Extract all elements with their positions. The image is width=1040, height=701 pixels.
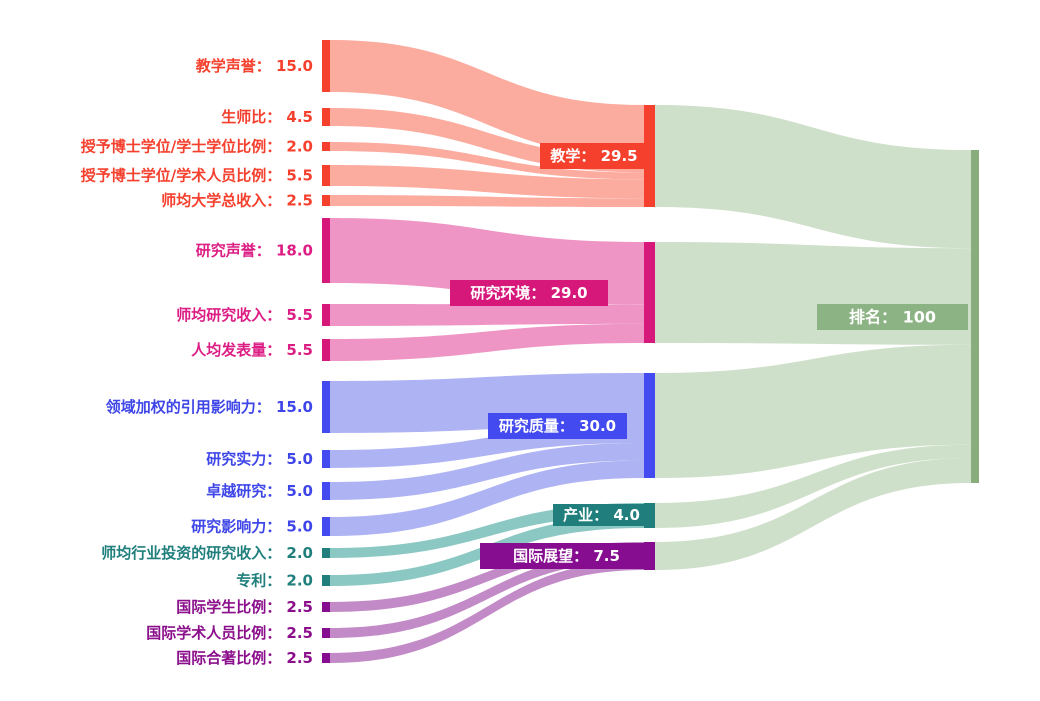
sankey-flow-indicator[interactable] bbox=[330, 323, 644, 361]
category-label-box bbox=[450, 280, 608, 306]
sankey-node-indicator[interactable] bbox=[322, 195, 330, 206]
sankey-node-indicator[interactable] bbox=[322, 339, 330, 361]
sankey-flow-indicator[interactable] bbox=[330, 165, 644, 199]
sankey-node-indicator[interactable] bbox=[322, 548, 330, 558]
indicator-label: 授予博士学位/学术人员比例： 5.5 bbox=[81, 167, 313, 185]
sankey-flow-category[interactable] bbox=[655, 105, 971, 249]
sankey-node-indicator[interactable] bbox=[322, 304, 330, 326]
indicator-label: 国际学生比例： 2.5 bbox=[176, 598, 313, 616]
sankey-node-indicator[interactable] bbox=[322, 482, 330, 500]
sankey-flow-indicator[interactable] bbox=[330, 542, 644, 612]
sankey-flow-indicator[interactable] bbox=[330, 195, 644, 207]
sankey-node-category[interactable] bbox=[644, 373, 655, 478]
sankey-flow-category[interactable] bbox=[655, 344, 971, 478]
indicator-label: 研究影响力： 5.0 bbox=[191, 518, 313, 536]
rank-label-box bbox=[817, 304, 968, 330]
indicator-label: 国际学术人员比例： 2.5 bbox=[146, 624, 313, 642]
sankey-node-indicator[interactable] bbox=[322, 218, 330, 283]
sankey-node-rank[interactable] bbox=[971, 150, 979, 483]
category-label: 研究质量： 30.0 bbox=[499, 417, 616, 435]
sankey-node-category[interactable] bbox=[644, 242, 655, 343]
indicator-label: 授予博士学位/学士学位比例： 2.0 bbox=[81, 138, 313, 156]
indicator-label: 师均行业投资的研究收入： 2.0 bbox=[101, 544, 313, 562]
rank-label: 排名： 100 bbox=[849, 308, 936, 327]
sankey-node-indicator[interactable] bbox=[322, 602, 330, 612]
indicator-label: 研究声誉： 18.0 bbox=[196, 242, 313, 260]
category-label: 教学： 29.5 bbox=[549, 147, 637, 165]
indicator-label: 专利： 2.0 bbox=[236, 572, 313, 590]
sankey-flow-indicator[interactable] bbox=[330, 460, 644, 537]
sankey-flow-indicator[interactable] bbox=[330, 551, 644, 638]
indicator-label: 领域加权的引用影响力： 15.0 bbox=[105, 398, 313, 416]
category-label-box bbox=[553, 504, 650, 526]
sankey-node-indicator[interactable] bbox=[322, 450, 330, 468]
indicator-label: 人均发表量： 5.5 bbox=[191, 341, 313, 359]
sankey-node-indicator[interactable] bbox=[322, 628, 330, 638]
indicator-label: 国际合著比例： 2.5 bbox=[176, 649, 313, 667]
sankey-node-indicator[interactable] bbox=[322, 40, 330, 92]
indicator-label: 教学声誉： 15.0 bbox=[195, 57, 313, 75]
sankey-node-indicator[interactable] bbox=[322, 381, 330, 433]
sankey-node-indicator[interactable] bbox=[322, 108, 330, 126]
indicator-label: 卓越研究： 5.0 bbox=[206, 482, 313, 500]
indicator-label: 师均研究收入： 5.5 bbox=[176, 306, 313, 324]
sankey-flow-indicator[interactable] bbox=[330, 443, 644, 500]
sankey-node-indicator[interactable] bbox=[322, 165, 330, 186]
category-label-box bbox=[480, 543, 653, 569]
sankey-node-indicator[interactable] bbox=[322, 575, 330, 586]
sankey-flow-indicator[interactable] bbox=[330, 142, 644, 180]
sankey-node-indicator[interactable] bbox=[322, 517, 330, 536]
indicator-label: 师均大学总收入： 2.5 bbox=[161, 192, 313, 210]
sankey-flow-indicator[interactable] bbox=[330, 304, 644, 326]
sankey-node-category[interactable] bbox=[644, 105, 655, 207]
category-label-box bbox=[488, 413, 627, 439]
indicator-label: 生师比： 4.5 bbox=[221, 108, 313, 126]
category-label: 研究环境： 29.0 bbox=[470, 284, 587, 302]
sankey-flow-category[interactable] bbox=[655, 458, 971, 570]
sankey-node-indicator[interactable] bbox=[322, 653, 330, 663]
category-label-box bbox=[540, 143, 648, 169]
sankey-flow-category[interactable] bbox=[655, 444, 971, 528]
indicator-label: 研究实力： 5.0 bbox=[206, 450, 313, 468]
sankey-flow-indicator[interactable] bbox=[330, 40, 644, 157]
sankey-flow-indicator[interactable] bbox=[330, 560, 644, 663]
category-label: 产业： 4.0 bbox=[563, 506, 640, 524]
category-label: 国际展望： 7.5 bbox=[513, 547, 620, 565]
sankey-node-indicator[interactable] bbox=[322, 142, 330, 151]
